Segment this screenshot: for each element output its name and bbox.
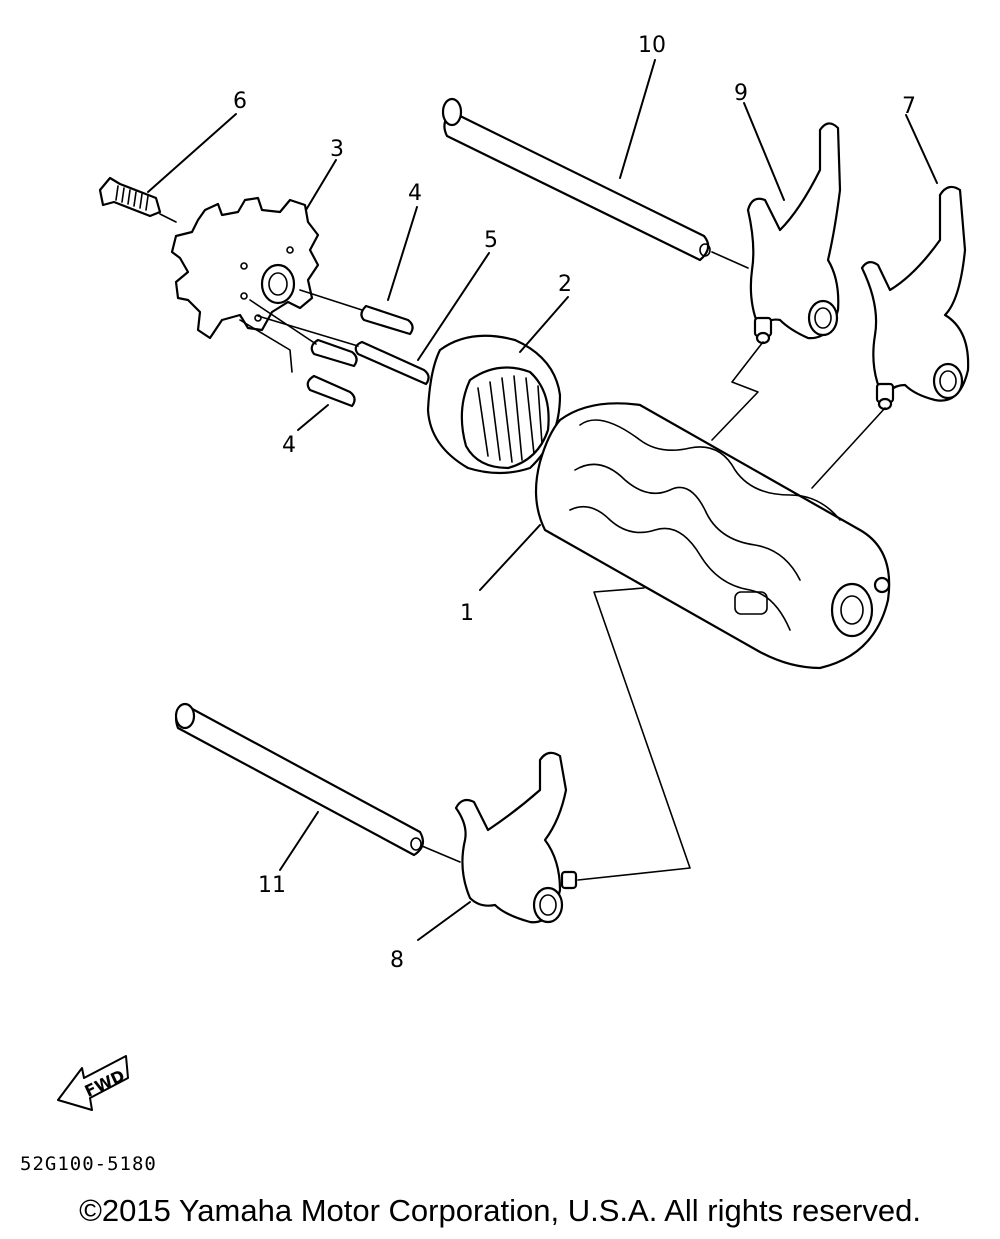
callout-2: 2 (558, 272, 572, 297)
callout-6: 6 (233, 89, 247, 114)
callout-3: 3 (330, 137, 344, 162)
callout-9: 9 (734, 81, 748, 106)
segment-plate-3 (170, 196, 320, 340)
fwd-label: FWD (82, 1066, 128, 1101)
shift-fork-8 (454, 751, 578, 924)
dowel-pin-4-lower (239, 319, 356, 408)
callout-8: 8 (390, 948, 404, 973)
dowel-pin-4-middle (249, 299, 358, 368)
shift-fork-7 (860, 185, 970, 411)
callout-7: 7 (902, 94, 916, 119)
callout-5: 5 (484, 228, 498, 253)
fwd-arrow-icon: FWD (57, 1055, 129, 1111)
part-number: 52G100-5180 (20, 1153, 157, 1175)
callout-4-upper: 4 (408, 181, 422, 206)
leader-lines (147, 59, 938, 941)
dowel-pin-4-upper (299, 289, 414, 336)
shift-fork-9 (746, 122, 842, 345)
shift-drum-1 (534, 402, 891, 670)
callout-11: 11 (258, 873, 286, 898)
engagement-lines (577, 341, 886, 881)
bearing-2 (426, 334, 562, 475)
callout-1: 1 (460, 601, 474, 626)
callout-10: 10 (638, 33, 666, 58)
guide-bar-lower (174, 702, 461, 863)
guide-bar-upper (441, 97, 749, 269)
callout-4-lower: 4 (282, 433, 296, 458)
screw-6 (98, 176, 177, 223)
copyright-notice: ©2015 Yamaha Motor Corporation, U.S.A. A… (79, 1193, 921, 1228)
pin-5 (257, 315, 430, 386)
